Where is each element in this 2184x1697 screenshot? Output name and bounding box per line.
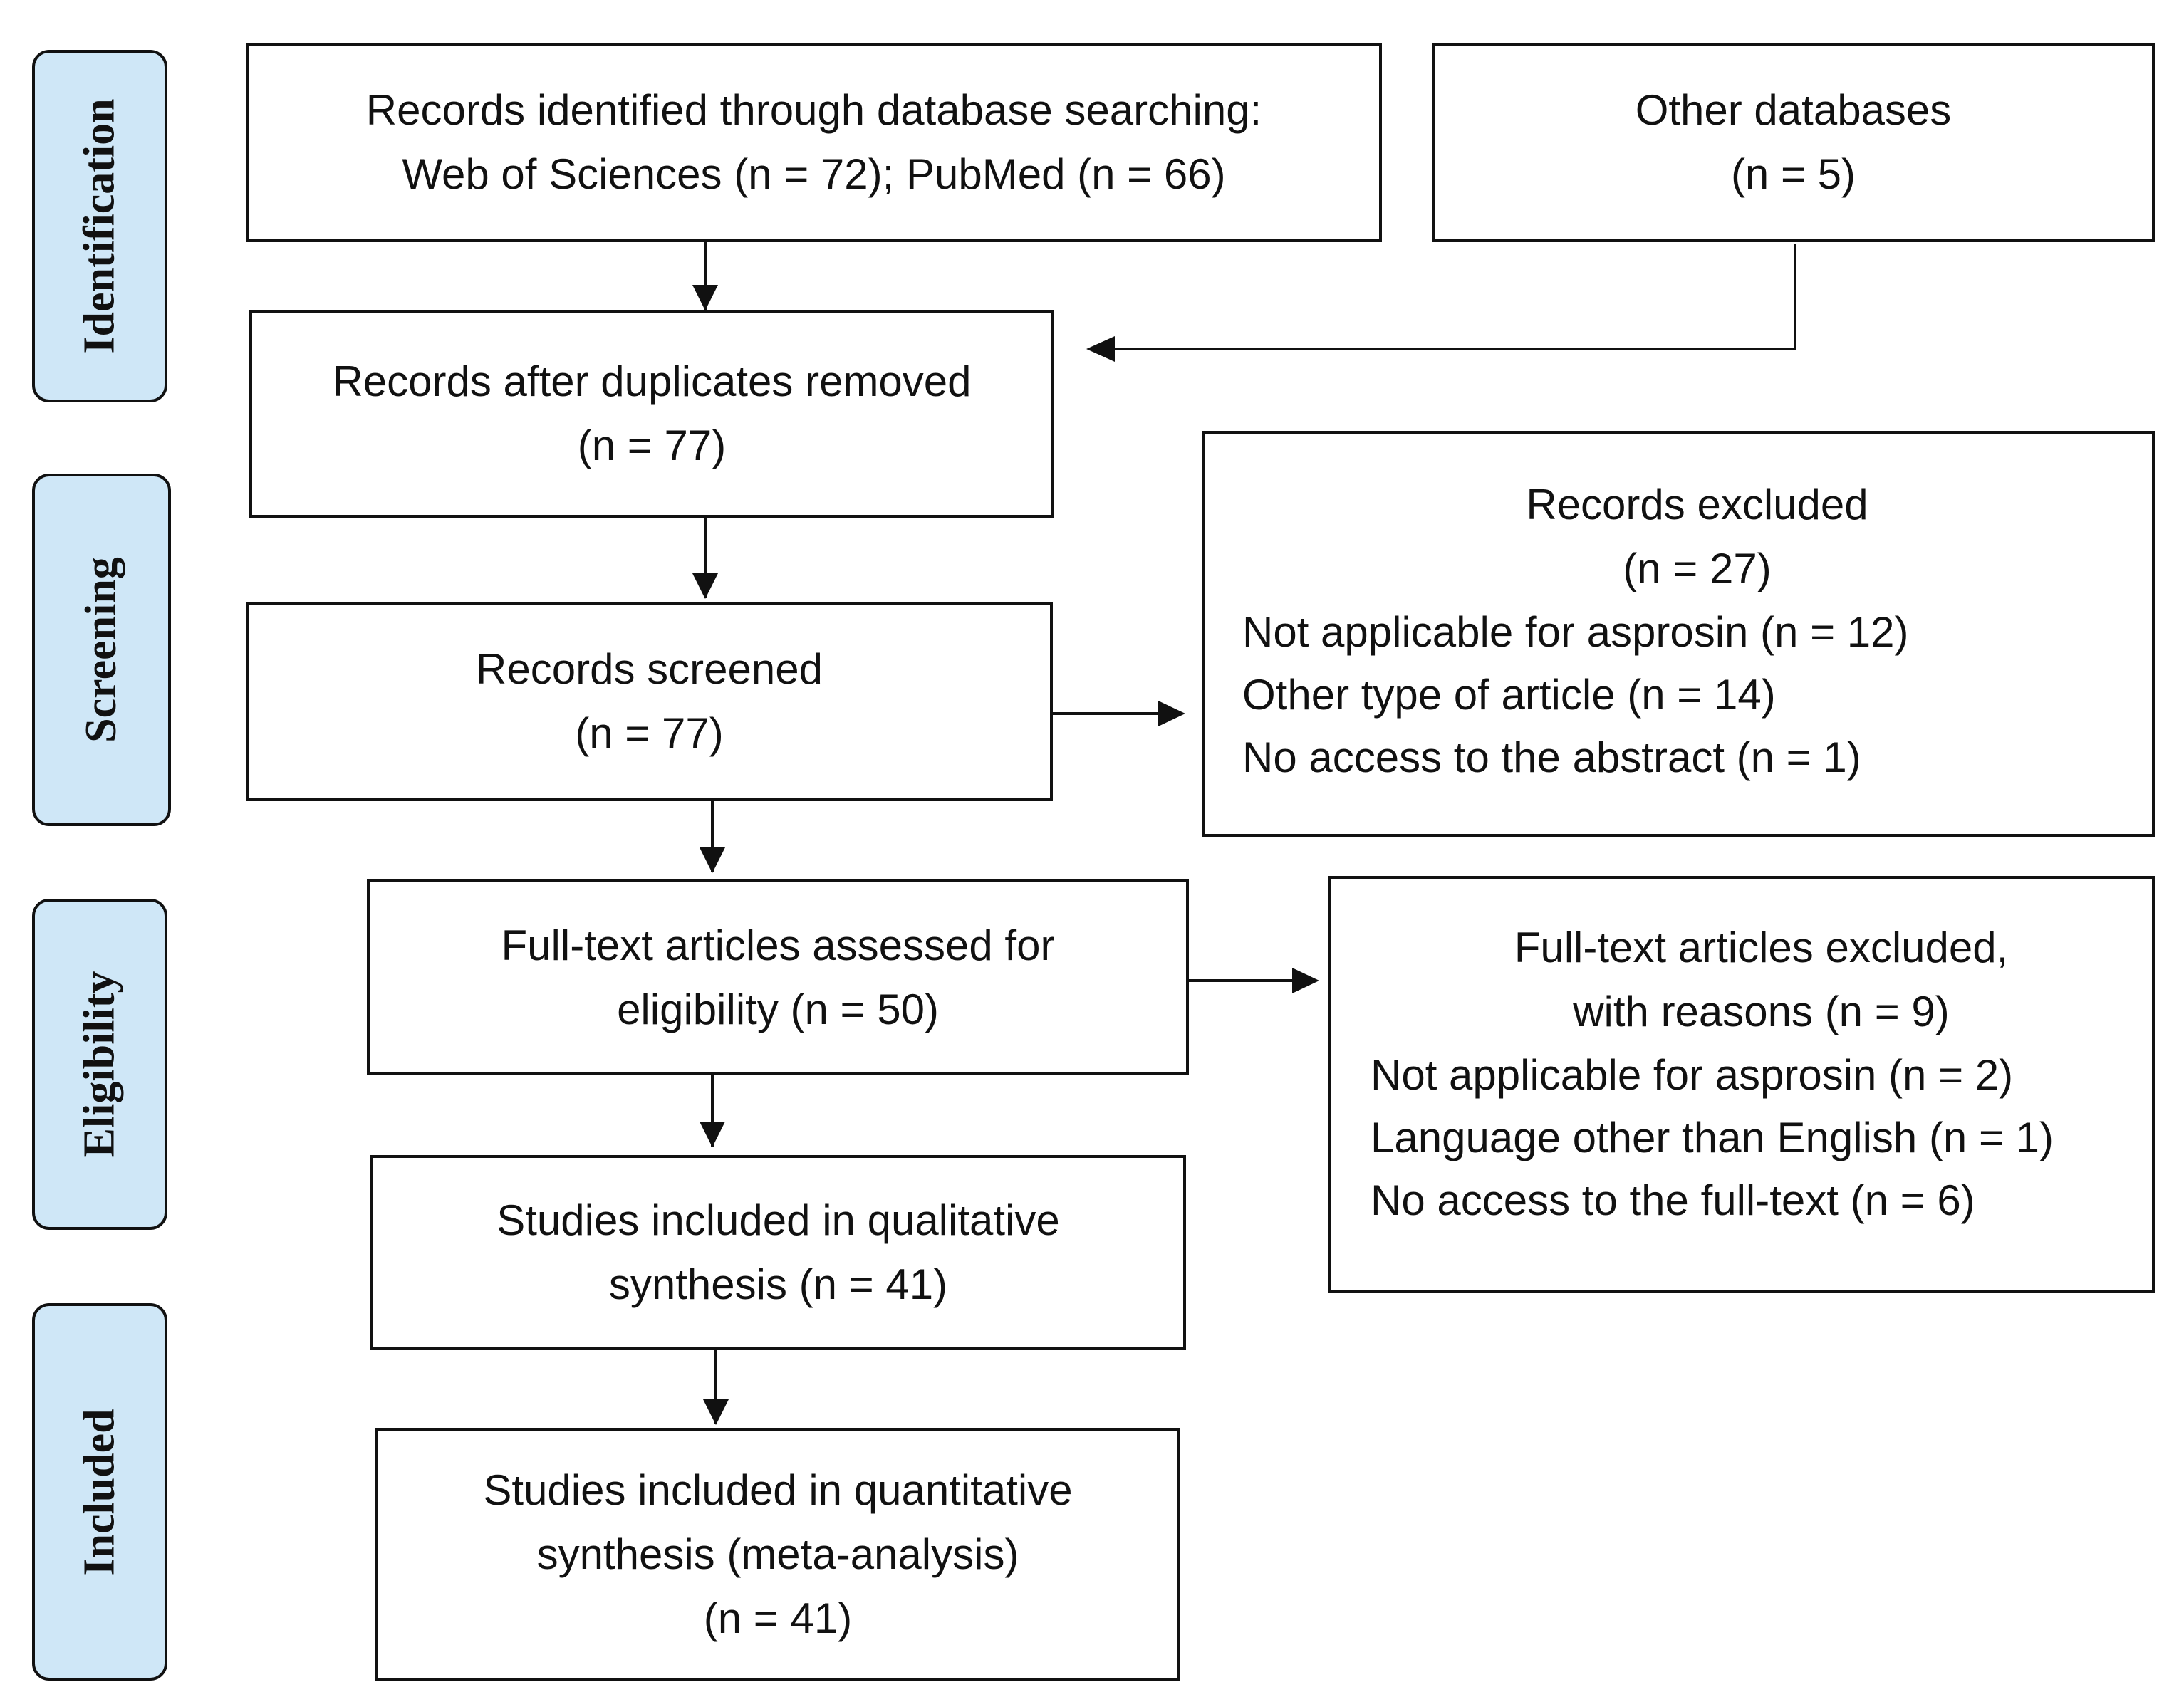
box-text-line: Studies included in quantitative bbox=[483, 1466, 1073, 1514]
stage-included: Included bbox=[32, 1303, 167, 1681]
stage-screening: Screening bbox=[32, 474, 171, 826]
box-text-line: Web of Sciences (n = 72); PubMed (n = 66… bbox=[402, 150, 1226, 198]
stage-eligibility-label: Eligibility bbox=[75, 971, 124, 1158]
box-text-line: Studies included in qualitative bbox=[496, 1196, 1060, 1244]
box-text-line: Not applicable for asprosin (n = 12) bbox=[1242, 608, 1909, 656]
box-text-line: No access to the full-text (n = 6) bbox=[1371, 1176, 1975, 1224]
arrowhead bbox=[692, 573, 718, 599]
box-text-line: synthesis (n = 41) bbox=[608, 1260, 948, 1308]
box-text-line: Records after duplicates removed bbox=[332, 357, 972, 405]
arrowhead bbox=[700, 847, 725, 873]
box-after-duplicates: Records after duplicates removed (n = 77… bbox=[249, 310, 1054, 518]
stage-included-label: Included bbox=[75, 1408, 124, 1576]
arrowhead bbox=[700, 1122, 725, 1147]
box-text-line: (n = 41) bbox=[703, 1594, 853, 1642]
box-text-line: (n = 27) bbox=[1623, 545, 1772, 592]
box-text-line: Records identified through database sear… bbox=[365, 86, 1262, 134]
box-text-line: Full-text articles excluded, bbox=[1514, 924, 2009, 971]
arrowhead bbox=[1086, 336, 1115, 362]
stage-eligibility: Eligibility bbox=[32, 899, 167, 1230]
box-text-line: (n = 77) bbox=[577, 422, 727, 469]
arrowhead bbox=[1292, 968, 1319, 993]
box-text-line: Other type of article (n = 14) bbox=[1242, 671, 1776, 719]
box-fulltext-excluded: Full-text articles excluded, with reason… bbox=[1328, 876, 2155, 1293]
stage-identification-label: Identification bbox=[75, 98, 124, 354]
box-text-line: Language other than English (n = 1) bbox=[1371, 1114, 2054, 1161]
arrowhead bbox=[692, 285, 718, 310]
box-records-screened: Records screened (n = 77) bbox=[246, 602, 1053, 801]
arrowhead bbox=[1158, 701, 1185, 726]
box-text-line: synthesis (meta-analysis) bbox=[536, 1530, 1019, 1578]
box-text-line: (n = 77) bbox=[575, 709, 724, 757]
box-text-line: Full-text articles assessed for bbox=[501, 921, 1055, 969]
box-text-line: No access to the abstract (n = 1) bbox=[1242, 733, 1861, 781]
box-quantitative: Studies included in quantitative synthes… bbox=[375, 1428, 1180, 1681]
arrowhead bbox=[703, 1399, 729, 1425]
box-other-databases: Other databases (n = 5) bbox=[1432, 43, 2155, 242]
box-records-identified: Records identified through database sear… bbox=[246, 43, 1382, 242]
stage-identification: Identification bbox=[32, 50, 167, 402]
box-text-line: Records screened bbox=[476, 645, 823, 693]
box-text-line: with reasons (n = 9) bbox=[1573, 988, 1950, 1035]
arrow-other-to-duplicates bbox=[1111, 244, 1796, 350]
box-text-line: (n = 5) bbox=[1730, 150, 1856, 198]
box-text-line: Other databases bbox=[1635, 86, 1952, 134]
box-text-line: Not applicable for asprosin (n = 2) bbox=[1371, 1051, 2014, 1099]
box-fulltext-assessed: Full-text articles assessed for eligibil… bbox=[367, 879, 1189, 1075]
box-text-line: Records excluded bbox=[1526, 481, 1868, 528]
stage-screening-label: Screening bbox=[77, 557, 125, 743]
box-records-excluded: Records excluded (n = 27) Not applicable… bbox=[1202, 431, 2155, 837]
box-text-line: eligibility (n = 50) bbox=[617, 985, 939, 1033]
box-qualitative: Studies included in qualitative synthesi… bbox=[370, 1155, 1186, 1350]
